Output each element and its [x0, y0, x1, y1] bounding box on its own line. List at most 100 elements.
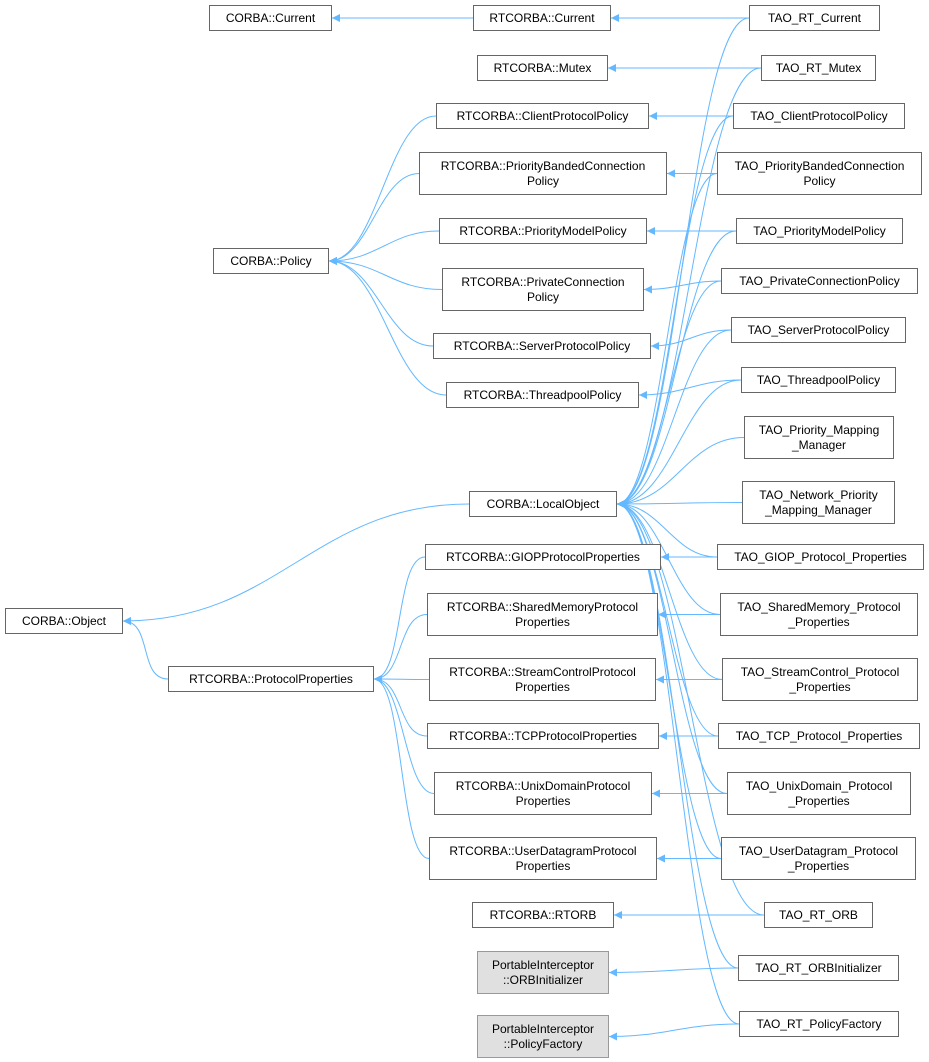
class-node-tao-rt-current[interactable]: TAO_RT_Current	[749, 5, 880, 31]
class-node-label: PortableInterceptor	[491, 957, 595, 972]
inheritance-edge-tao_streamcontrol_protocol_properties-to-corba_localobject	[616, 500, 723, 680]
class-node-portableinterceptor-orbinitializer[interactable]: PortableInterceptor::ORBInitializer	[477, 951, 609, 994]
class-node-tao-priority-mapping-manager[interactable]: TAO_Priority_Mapping_Manager	[744, 416, 894, 459]
inheritance-edge-rtcorba_threadpoolpolicy-to-corba_policy	[328, 257, 447, 396]
inheritance-edge-rtcorba_tcpprotocolproperties-to-rtcorba_protocolproperties	[373, 675, 428, 737]
class-node-tao-giop-protocol-properties[interactable]: TAO_GIOP_Protocol_Properties	[717, 544, 924, 570]
inheritance-edge-tao_threadpoolpolicy-to-corba_localobject	[616, 379, 742, 508]
class-node-label: RTCORBA::ProtocolProperties	[189, 671, 353, 686]
inheritance-edge-tao_giop_protocol_properties-to-corba_localobject	[616, 500, 718, 558]
class-node-tao-sharedmemory-protocol-properties[interactable]: TAO_SharedMemory_Protocol_Properties	[720, 593, 918, 636]
class-node-rtcorba-current[interactable]: RTCORBA::Current	[473, 5, 611, 31]
inheritance-edge-corba_localobject-to-corba_object	[122, 503, 470, 625]
class-node-tao-clientprotocolpolicy[interactable]: TAO_ClientProtocolPolicy	[733, 103, 905, 129]
inheritance-edge-tao_unixdomain_protocol_properties-to-corba_localobject	[616, 500, 728, 794]
class-node-label: RTCORBA::ThreadpoolPolicy	[463, 387, 622, 402]
class-node-tao-tcp-protocol-properties[interactable]: TAO_TCP_Protocol_Properties	[718, 723, 920, 749]
class-node-portableinterceptor-policyfactory[interactable]: PortableInterceptor::PolicyFactory	[477, 1015, 609, 1058]
class-node-corba-current[interactable]: CORBA::Current	[209, 5, 332, 31]
class-node-rtcorba-mutex[interactable]: RTCORBA::Mutex	[477, 55, 608, 81]
class-node-tao-rt-orbinitializer[interactable]: TAO_RT_ORBInitializer	[738, 955, 899, 981]
class-node-label: RTCORBA::UserDatagramProtocol	[449, 843, 637, 858]
class-node-tao-streamcontrol-protocol-properties[interactable]: TAO_StreamControl_Protocol_Properties	[722, 658, 918, 701]
class-node-tao-userdatagram-protocol-properties[interactable]: TAO_UserDatagram_Protocol_Properties	[721, 837, 916, 880]
class-node-rtcorba-protocolproperties[interactable]: RTCORBA::ProtocolProperties	[168, 666, 374, 692]
class-node-rtcorba-clientprotocolpolicy[interactable]: RTCORBA::ClientProtocolPolicy	[436, 103, 649, 129]
class-node-label: RTCORBA::GIOPProtocolProperties	[446, 549, 640, 564]
inheritance-edge-rtcorba_serverprotocolpolicy-to-corba_policy	[328, 257, 434, 347]
class-node-tao-rt-policyfactory[interactable]: TAO_RT_PolicyFactory	[739, 1011, 899, 1037]
inheritance-edge-rtcorba_unixdomainprotocolproperties-to-rtcorba_protocolproperties	[373, 675, 435, 794]
class-node-label: Properties	[515, 858, 571, 873]
inheritance-edge-tao_network_priority_mapping_manager-to-corba_localobject	[616, 499, 743, 508]
class-node-label: _Properties	[789, 679, 851, 694]
class-node-label: Policy	[803, 173, 836, 188]
class-node-label: CORBA::Policy	[230, 253, 312, 268]
class-node-label: Policy	[526, 289, 559, 304]
inheritance-edge-rtcorba_prioritymodelpolicy-to-corba_policy	[328, 230, 440, 265]
class-node-label: RTCORBA::PrivateConnection	[461, 274, 625, 289]
class-node-label: TAO_GIOP_Protocol_Properties	[734, 549, 907, 564]
inheritance-edge-tao_rt_policyfactory-to-corba_localobject	[616, 500, 740, 1025]
class-node-label: RTCORBA::RTORB	[489, 907, 597, 922]
class-node-rtcorba-tcpprotocolproperties[interactable]: RTCORBA::TCPProtocolProperties	[427, 723, 659, 749]
class-node-rtcorba-rtorb[interactable]: RTCORBA::RTORB	[472, 902, 614, 928]
inheritance-edge-tao_privateconnectionpolicy-to-corba_localobject	[616, 280, 722, 508]
class-node-label: TAO_ClientProtocolPolicy	[750, 108, 888, 123]
inheritance-edge-tao_serverprotocolpolicy-to-corba_localobject	[616, 329, 732, 508]
class-node-label: TAO_ThreadpoolPolicy	[756, 372, 881, 387]
inheritance-edge-tao_sharedmemory_protocol_properties-to-corba_localobject	[616, 500, 721, 615]
class-node-rtcorba-serverprotocolpolicy[interactable]: RTCORBA::ServerProtocolPolicy	[433, 333, 651, 359]
class-node-tao-network-priority-mapping-manager[interactable]: TAO_Network_Priority_Mapping_Manager	[742, 481, 895, 524]
inheritance-edge-tao_rt_orbinitializer-to-corba_localobject	[616, 500, 739, 969]
class-node-rtcorba-giopprotocolproperties[interactable]: RTCORBA::GIOPProtocolProperties	[425, 544, 661, 570]
class-node-tao-threadpoolpolicy[interactable]: TAO_ThreadpoolPolicy	[741, 367, 896, 393]
class-node-label: TAO_UserDatagram_Protocol	[738, 843, 899, 858]
inheritance-edge-tao_rt_orb-to-corba_localobject	[616, 500, 765, 916]
class-node-tao-serverprotocolpolicy[interactable]: TAO_ServerProtocolPolicy	[731, 317, 906, 343]
class-node-label: TAO_RT_ORB	[779, 907, 858, 922]
class-node-label: TAO_PriorityModelPolicy	[753, 223, 886, 238]
class-node-label: TAO_RT_ORBInitializer	[755, 960, 882, 975]
class-node-label: TAO_StreamControl_Protocol	[740, 664, 900, 679]
class-node-tao-prioritymodelpolicy[interactable]: TAO_PriorityModelPolicy	[736, 218, 903, 244]
class-node-label: RTCORBA::SharedMemoryProtocol	[446, 599, 639, 614]
class-node-corba-object[interactable]: CORBA::Object	[5, 608, 123, 634]
class-node-label: CORBA::Object	[21, 613, 107, 628]
inheritance-edge-rtcorba_prioritybandedconnectionpolicy-to-corba_policy	[328, 173, 420, 265]
class-node-label: TAO_Priority_Mapping	[758, 422, 880, 437]
class-node-label: TAO_PriorityBandedConnection	[734, 158, 905, 173]
class-node-label: Policy	[526, 173, 559, 188]
class-node-tao-rt-orb[interactable]: TAO_RT_ORB	[764, 902, 873, 928]
class-node-label: TAO_SharedMemory_Protocol	[737, 599, 901, 614]
inheritance-edge-rtcorba_giopprotocolproperties-to-rtcorba_protocolproperties	[373, 556, 426, 683]
class-node-label: _Manager	[791, 437, 847, 452]
class-node-label: TAO_Network_Priority	[759, 487, 878, 502]
class-node-label: RTCORBA::ServerProtocolPolicy	[453, 338, 631, 353]
class-node-corba-policy[interactable]: CORBA::Policy	[213, 248, 329, 274]
class-node-rtcorba-prioritymodelpolicy[interactable]: RTCORBA::PriorityModelPolicy	[439, 218, 647, 244]
class-node-tao-unixdomain-protocol-properties[interactable]: TAO_UnixDomain_Protocol_Properties	[727, 772, 911, 815]
class-node-label: Properties	[515, 614, 570, 629]
class-node-tao-privateconnectionpolicy[interactable]: TAO_PrivateConnectionPolicy	[721, 268, 918, 294]
class-node-label: TAO_PrivateConnectionPolicy	[739, 273, 900, 288]
class-node-corba-localobject[interactable]: CORBA::LocalObject	[469, 491, 617, 517]
inheritance-edge-rtcorba_protocolproperties-to-corba_object	[122, 617, 169, 680]
class-node-label: TAO_ServerProtocolPolicy	[747, 322, 890, 337]
class-node-label: _Properties	[787, 858, 850, 873]
class-node-rtcorba-threadpoolpolicy[interactable]: RTCORBA::ThreadpoolPolicy	[446, 382, 639, 408]
class-node-label: RTCORBA::PriorityBandedConnection	[440, 158, 646, 173]
class-node-label: RTCORBA::Mutex	[493, 60, 592, 75]
inheritance-edge-rtcorba_userdatagramprotocolproperties-to-rtcorba_protocolproperties	[373, 675, 430, 859]
inheritance-edge-tao_threadpoolpolicy-to-rtcorba_threadpoolpolicy	[638, 379, 742, 399]
class-node-tao-rt-mutex[interactable]: TAO_RT_Mutex	[761, 55, 876, 81]
inheritance-edge-tao_privateconnectionpolicy-to-rtcorba_privateconnectionpolicy	[643, 280, 722, 294]
